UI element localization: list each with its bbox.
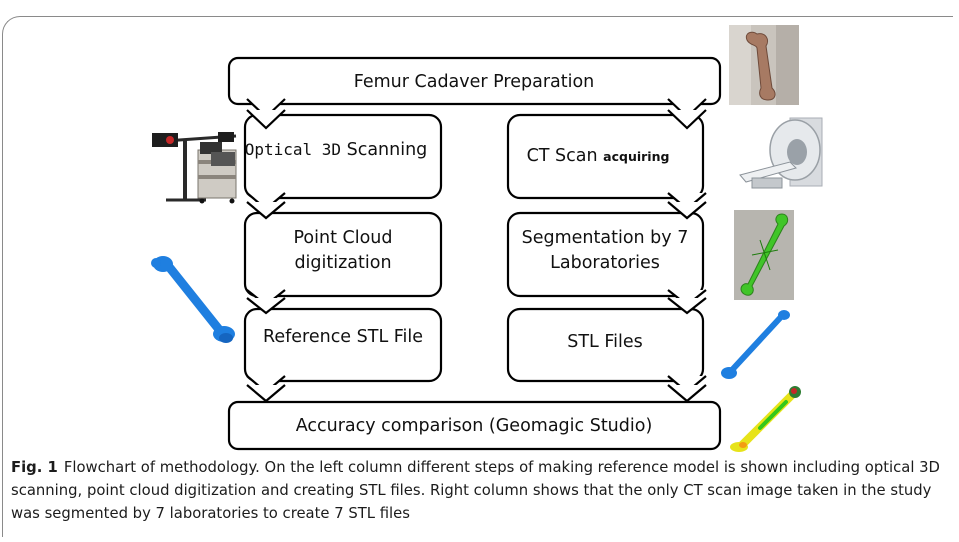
ct-scanner-photo (739, 116, 824, 189)
box-reference-stl-file-label: Reference STL File (263, 327, 423, 347)
arrow-optical-to-pointcloud (246, 192, 286, 220)
segmentation-mesh-image (734, 210, 794, 300)
blue-femur-model-left (151, 256, 235, 343)
box-optical-3d-scanning-label: Optical 3D Scanning (245, 140, 428, 160)
figure-frame (2, 16, 953, 537)
heatmap-femur-model (730, 386, 801, 452)
box-femur-cadaver-preparation (227, 56, 722, 106)
box-point-cloud-digitization (243, 211, 443, 298)
box-optical-3d-scanning (243, 113, 443, 200)
arrow-reference-to-accuracy (246, 375, 286, 403)
figure-caption-text: Flowchart of methodology. On the left co… (11, 459, 940, 522)
box-segmentation-by-7-laboratories (506, 211, 705, 298)
box-point-cloud-line1: Point Cloud (293, 228, 392, 248)
arrow-top-to-optical (246, 98, 286, 130)
arrow-pointcloud-to-reference (246, 289, 286, 315)
box-reference-stl-file (243, 307, 443, 383)
box-stl-files (506, 307, 705, 383)
blue-femur-model-right (721, 310, 790, 379)
box-segmentation-line1: Segmentation by 7 (522, 228, 689, 248)
arrow-ct-to-segmentation (667, 192, 707, 220)
box-accuracy-comparison (227, 400, 722, 451)
box-segmentation-line2: Laboratories (550, 253, 660, 273)
box-accuracy-comparison-label: Accuracy comparison (Geomagic Studio) (296, 416, 653, 436)
box-ct-scan-acquiring-label: CT Scan acquiring (527, 146, 670, 166)
arrow-stl-to-accuracy (667, 375, 707, 403)
box-stl-files-label: STL Files (567, 332, 643, 352)
box-point-cloud-line2: digitization (294, 253, 391, 273)
arrow-segmentation-to-stl (667, 289, 707, 315)
box-ct-scan-acquiring (506, 113, 705, 200)
femur-cadaver-photo (729, 25, 799, 105)
figure-label: Fig. 1 (11, 459, 58, 476)
box-femur-cadaver-preparation-label: Femur Cadaver Preparation (354, 72, 595, 92)
optical-3d-scanner-photo (152, 132, 237, 204)
arrow-top-to-ct (667, 98, 707, 130)
